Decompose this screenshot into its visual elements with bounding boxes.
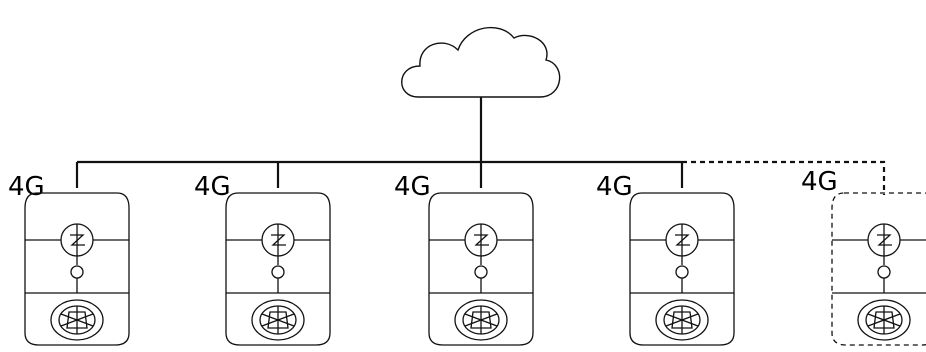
ev-charger-icon [24,192,130,346]
charger-5-label: 4G [801,167,838,197]
ev-charger-icon [428,192,534,346]
ev-charger-icon [225,192,331,346]
ev-charger-icon-pending [831,192,926,346]
charger-3-label: 4G [394,172,431,202]
cloud-icon [401,26,561,98]
charger-2-label: 4G [194,172,231,202]
ev-charger-icon [629,192,735,346]
charger-4-label: 4G [596,172,633,202]
network-bus-line-pending [682,160,886,195]
charger-1-label: 4G [8,172,45,202]
